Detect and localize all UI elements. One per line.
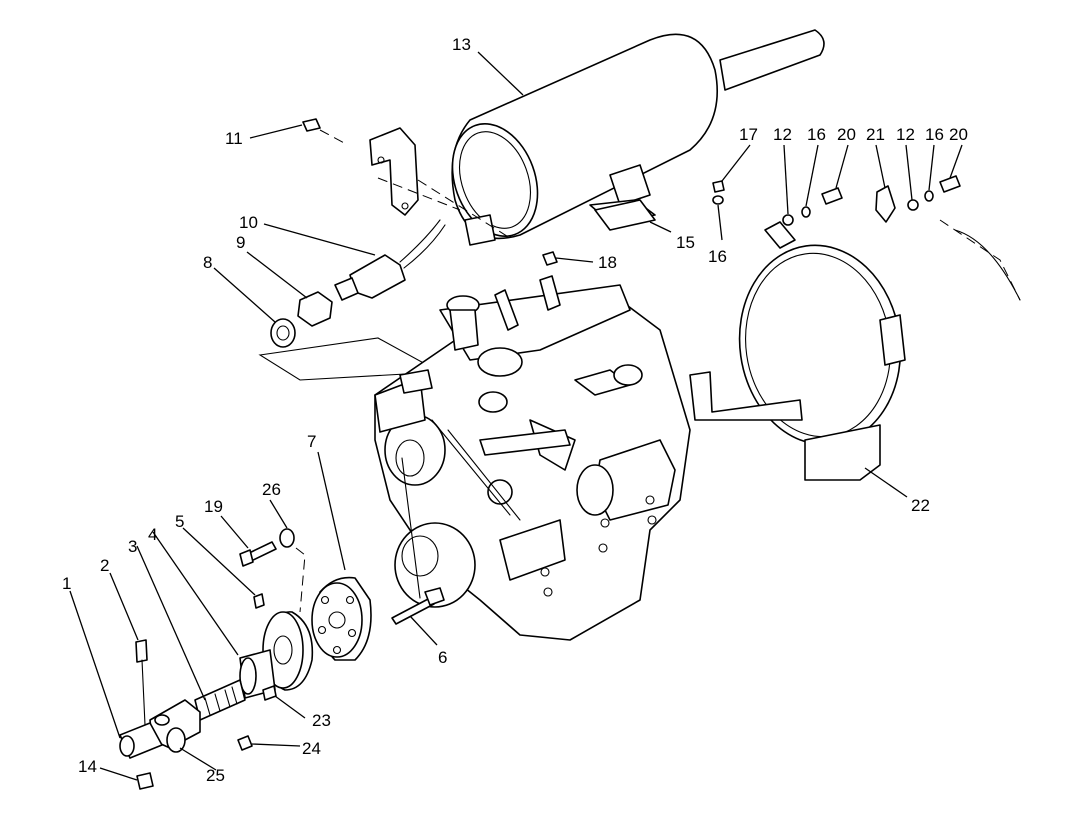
flex-coupling: [311, 576, 372, 661]
callout-16-c: 16: [925, 125, 944, 144]
temperature-sender: [258, 219, 446, 381]
callout-16-a: 16: [708, 247, 727, 266]
callout-19: 19: [204, 497, 223, 516]
callout-12-b: 12: [896, 125, 915, 144]
flange-hub: [237, 528, 314, 751]
callout-8: 8: [203, 253, 212, 272]
callout-15: 15: [676, 233, 695, 252]
callout-5: 5: [175, 512, 184, 531]
muffler-bracket: [302, 118, 511, 239]
engine-block: [374, 275, 691, 641]
callout-14: 14: [78, 757, 97, 776]
callout-6: 6: [438, 648, 447, 667]
callout-2: 2: [100, 556, 109, 575]
leader-lines: [69, 51, 963, 781]
callout-20-a: 20: [837, 125, 856, 144]
callout-24: 24: [302, 739, 321, 758]
callout-9: 9: [236, 233, 245, 252]
callout-1: 1: [62, 574, 71, 593]
callout-labels: 13 11 10 9 8 18 15 17 16 12 16 20 21 12 …: [62, 35, 968, 785]
callout-13: 13: [452, 35, 471, 54]
callout-4: 4: [148, 525, 157, 544]
callout-7: 7: [307, 432, 316, 451]
shroud-band: [689, 219, 1021, 481]
callout-17: 17: [739, 125, 758, 144]
callout-26: 26: [262, 480, 281, 499]
callout-16-b: 16: [807, 125, 826, 144]
fittings: [542, 175, 961, 266]
callout-25: 25: [206, 766, 225, 785]
callout-23: 23: [312, 711, 331, 730]
callout-3: 3: [128, 537, 137, 556]
callout-21: 21: [866, 125, 885, 144]
callout-12-a: 12: [773, 125, 792, 144]
callout-20-b: 20: [949, 125, 968, 144]
universal-joint: [119, 639, 246, 790]
callout-22: 22: [911, 496, 930, 515]
callout-10: 10: [239, 213, 258, 232]
bolt-6: [391, 587, 445, 625]
callout-18: 18: [598, 253, 617, 272]
callout-11: 11: [225, 129, 243, 148]
